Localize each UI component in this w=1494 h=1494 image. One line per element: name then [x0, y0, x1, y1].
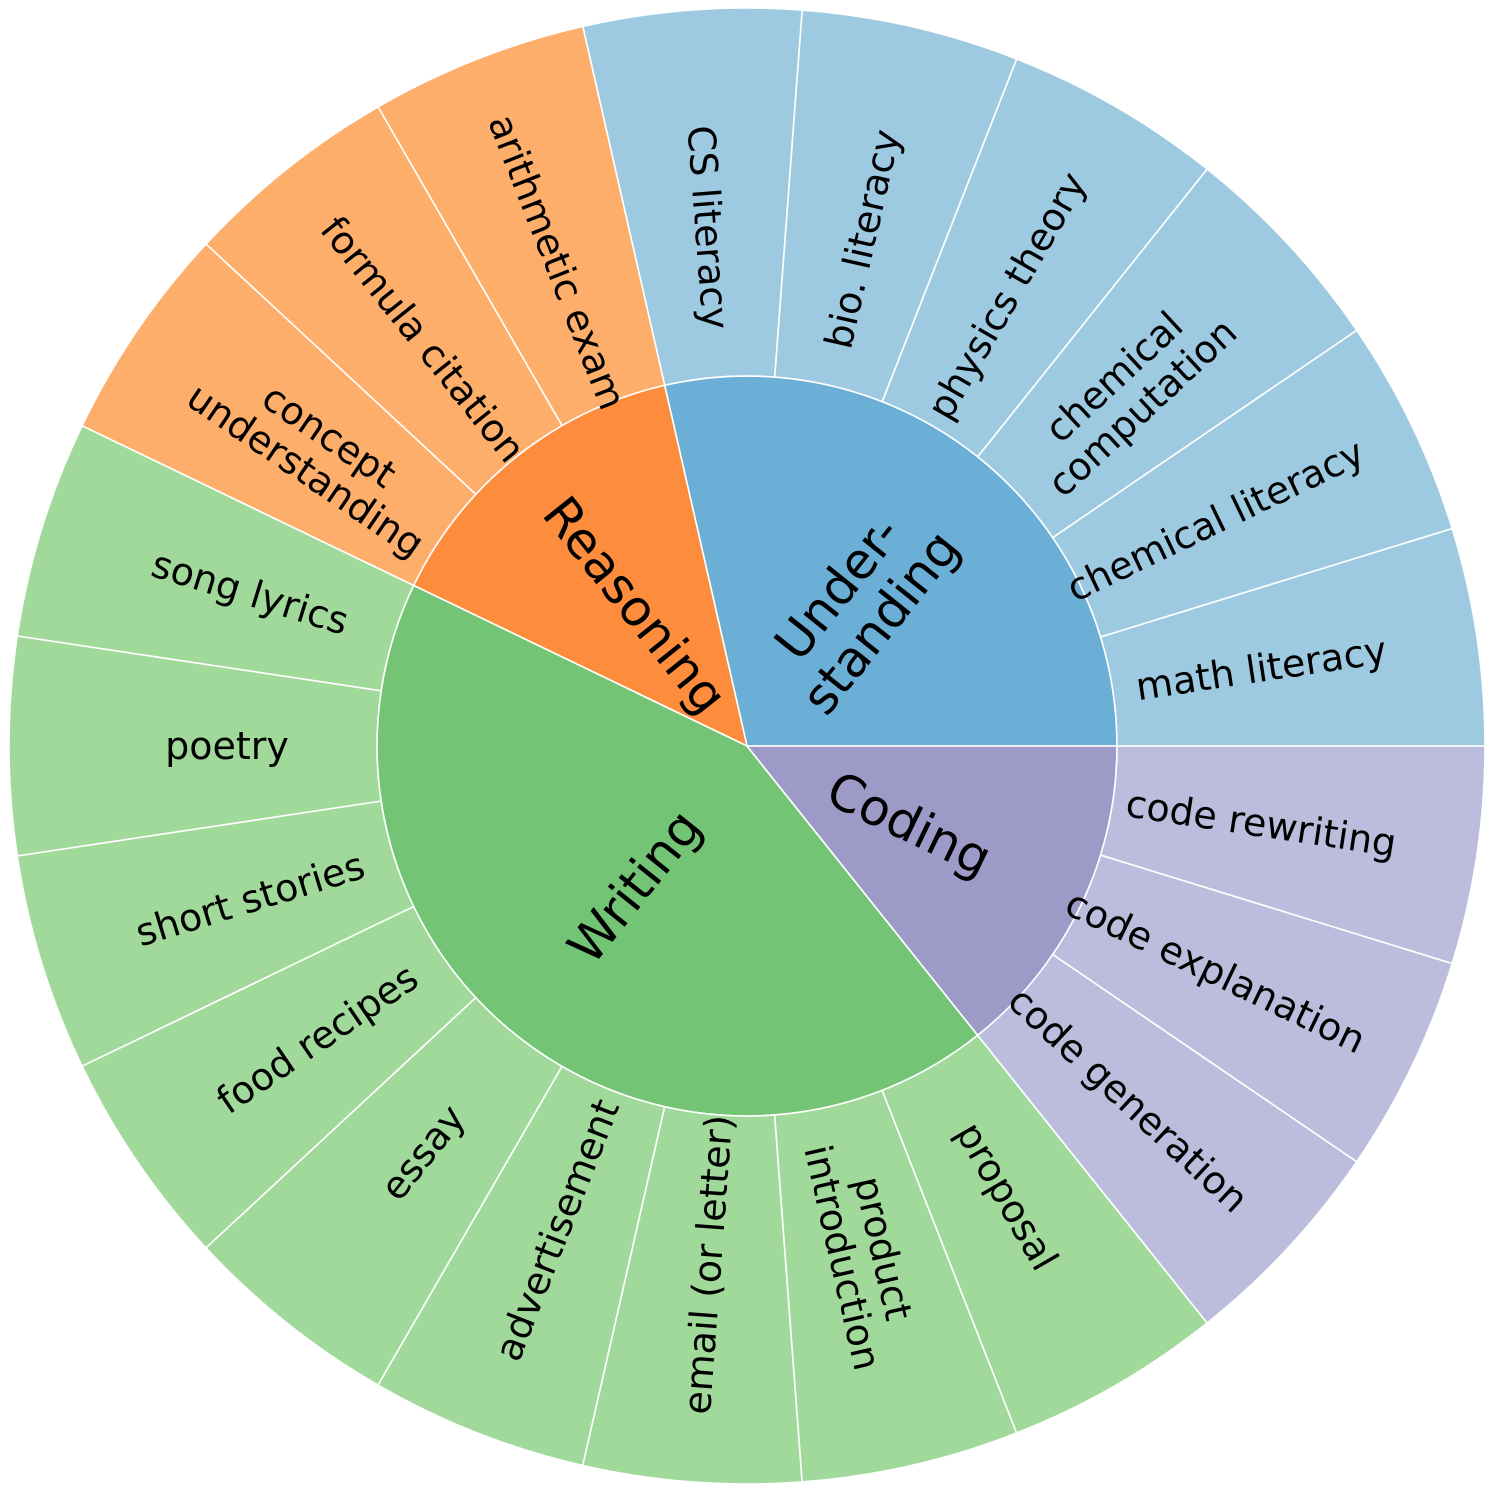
chart-segments: [8, 7, 1486, 1485]
subcategory-label-poetry: poetry: [165, 724, 289, 768]
subcategory-segment-code-rewriting: [1099, 745, 1486, 965]
